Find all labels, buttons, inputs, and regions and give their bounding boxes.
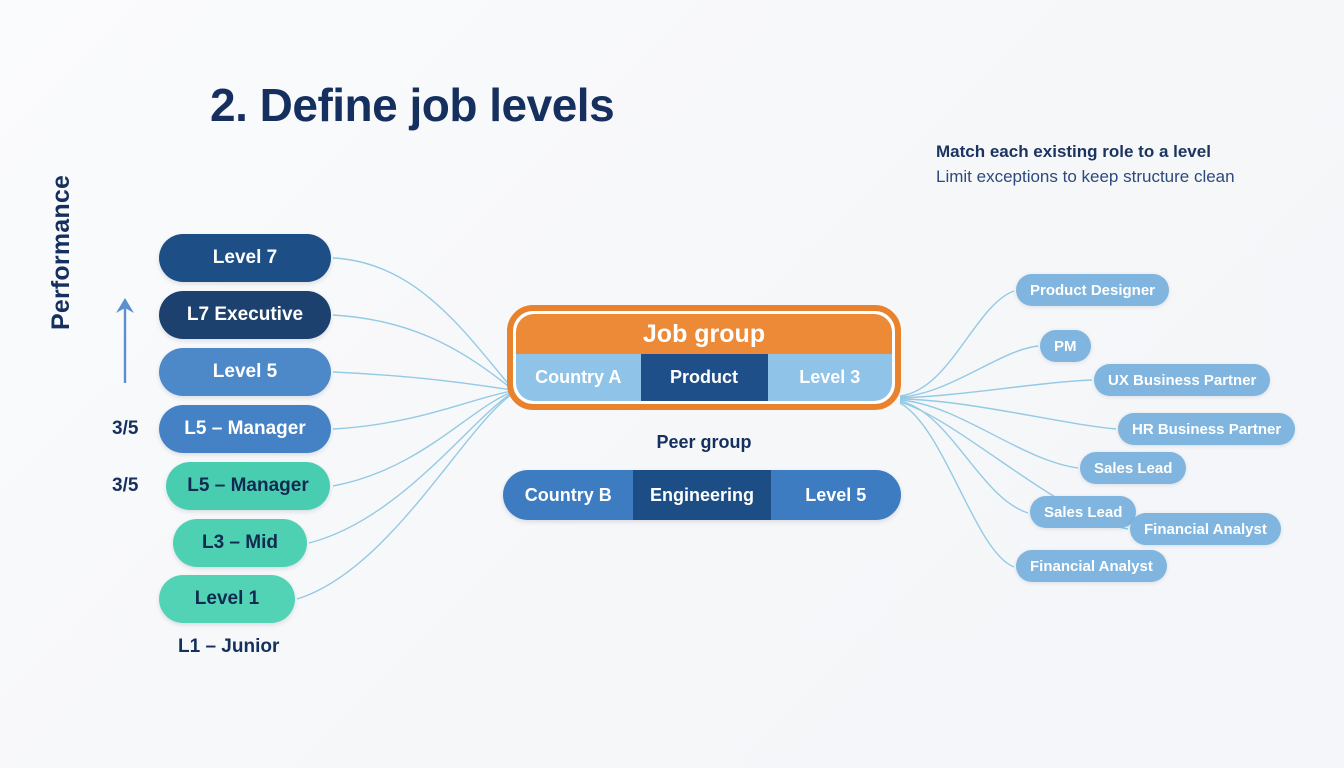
- job-group-function[interactable]: Product: [640, 354, 768, 401]
- level-pill[interactable]: L5 – Manager: [159, 405, 331, 453]
- level-pill[interactable]: Level 5: [159, 348, 331, 396]
- peer-group-label: Peer group: [656, 432, 752, 452]
- peer-group-row[interactable]: Country B Engineering Level 5: [503, 470, 901, 520]
- performance-score: 3/5: [112, 475, 139, 496]
- performance-score: 3/5: [112, 418, 139, 439]
- level-pill[interactable]: L3 – Mid: [173, 519, 307, 567]
- peer-group-country[interactable]: Country B: [503, 470, 634, 520]
- level-pill[interactable]: Level 1: [159, 575, 295, 623]
- performance-axis-label: Performance: [47, 174, 75, 330]
- ladder-caption: L1 – Junior: [178, 636, 280, 657]
- role-chip[interactable]: Sales Lead: [1080, 452, 1187, 484]
- job-group-country[interactable]: Country A: [516, 354, 641, 401]
- peer-group-function[interactable]: Engineering: [633, 470, 771, 520]
- job-group-card[interactable]: Job group Country A Product Level 3: [507, 305, 901, 410]
- level-pill[interactable]: Level 7: [159, 234, 331, 282]
- role-chip[interactable]: Financial Analyst: [1130, 513, 1281, 545]
- job-group-header: Job group: [516, 314, 892, 355]
- role-chip[interactable]: HR Business Partner: [1118, 413, 1296, 445]
- role-chip[interactable]: Sales Lead: [1030, 496, 1137, 528]
- note-line-1: Match each existing role to a level: [936, 142, 1211, 161]
- role-chip[interactable]: UX Business Partner: [1094, 364, 1271, 396]
- notes-block: Match each existing role to a level Limi…: [936, 140, 1336, 189]
- job-group-level[interactable]: Level 3: [767, 354, 892, 401]
- role-chip[interactable]: Product Designer: [1016, 274, 1170, 306]
- role-chip[interactable]: Financial Analyst: [1016, 550, 1167, 582]
- note-line-2: Limit exceptions to keep structure clean: [936, 166, 1235, 186]
- up-arrow-icon: [116, 298, 134, 383]
- level-pill[interactable]: L5 – Manager: [166, 462, 330, 510]
- level-pill[interactable]: L7 Executive: [159, 291, 331, 339]
- peer-group-level[interactable]: Level 5: [770, 470, 901, 520]
- role-chip[interactable]: PM: [1040, 330, 1091, 362]
- page-title: 2. Define job levels: [210, 79, 615, 131]
